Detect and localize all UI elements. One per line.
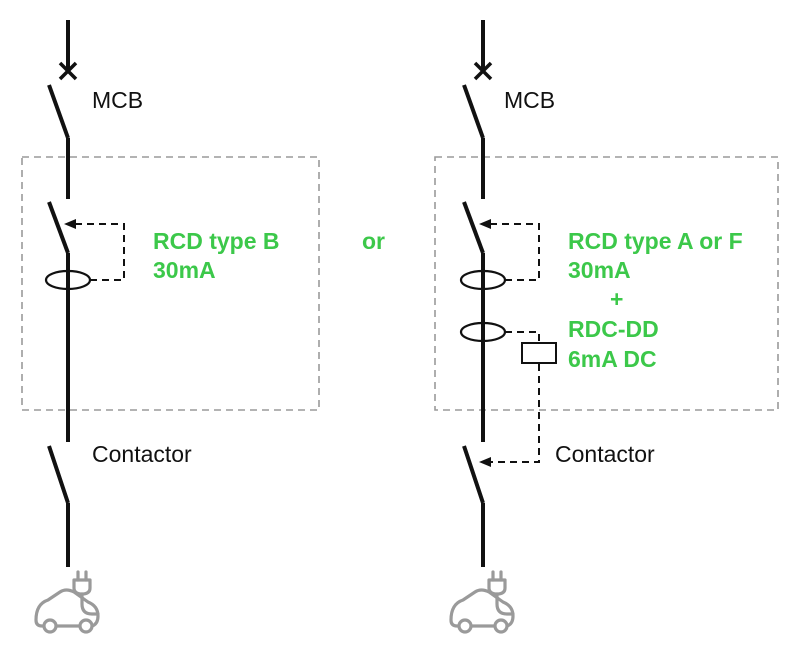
left-contactor-switch [47, 445, 70, 504]
right-rdc-relay [521, 342, 557, 364]
left-rcd-rating-label: 30mA [153, 257, 216, 283]
left-mcb-switch [47, 84, 70, 139]
left-rcd-switch [47, 201, 70, 254]
left-contactor-label: Contactor [92, 441, 192, 467]
right-plus-label: + [610, 286, 623, 312]
left-protection-box [21, 156, 320, 411]
left-ev-charging-icon [34, 570, 100, 634]
right-rcd-trip-arrow-icon [479, 219, 491, 229]
left-trip-arrow-icon [64, 219, 76, 229]
left-mcb-cross-icon [58, 61, 78, 81]
right-contactor-label: Contactor [555, 441, 655, 467]
or-separator: or [362, 228, 385, 254]
right-rcd-switch [462, 201, 485, 254]
right-contactor-switch [462, 445, 485, 504]
right-ev-charging-icon [449, 570, 515, 634]
right-rdc-sense-link [505, 331, 540, 342]
right-protection-box [434, 156, 779, 411]
left-mcb-label: MCB [92, 87, 143, 113]
right-rdc-trip-arrow-icon [479, 457, 491, 467]
right-rcd-trip-link [487, 223, 540, 281]
left-circuit: MCB RCD type B 30mA Contactor [21, 20, 320, 634]
right-rcd-type-label: RCD type A or F [568, 228, 743, 254]
right-circuit: MCB RCD type A or F 30mA + RDC-DD 6mA DC… [434, 20, 779, 634]
right-rcd-rating-label: 30mA [568, 257, 631, 283]
right-mcb-switch [462, 84, 485, 139]
left-rcd-trip-link [72, 223, 125, 281]
right-rdc-trip-link [487, 364, 540, 463]
right-rdc-type-label: RDC-DD [568, 316, 659, 342]
right-rdc-rating-label: 6mA DC [568, 346, 657, 372]
left-rcd-type-label: RCD type B [153, 228, 280, 254]
right-mcb-cross-icon [473, 61, 493, 81]
right-mcb-label: MCB [504, 87, 555, 113]
